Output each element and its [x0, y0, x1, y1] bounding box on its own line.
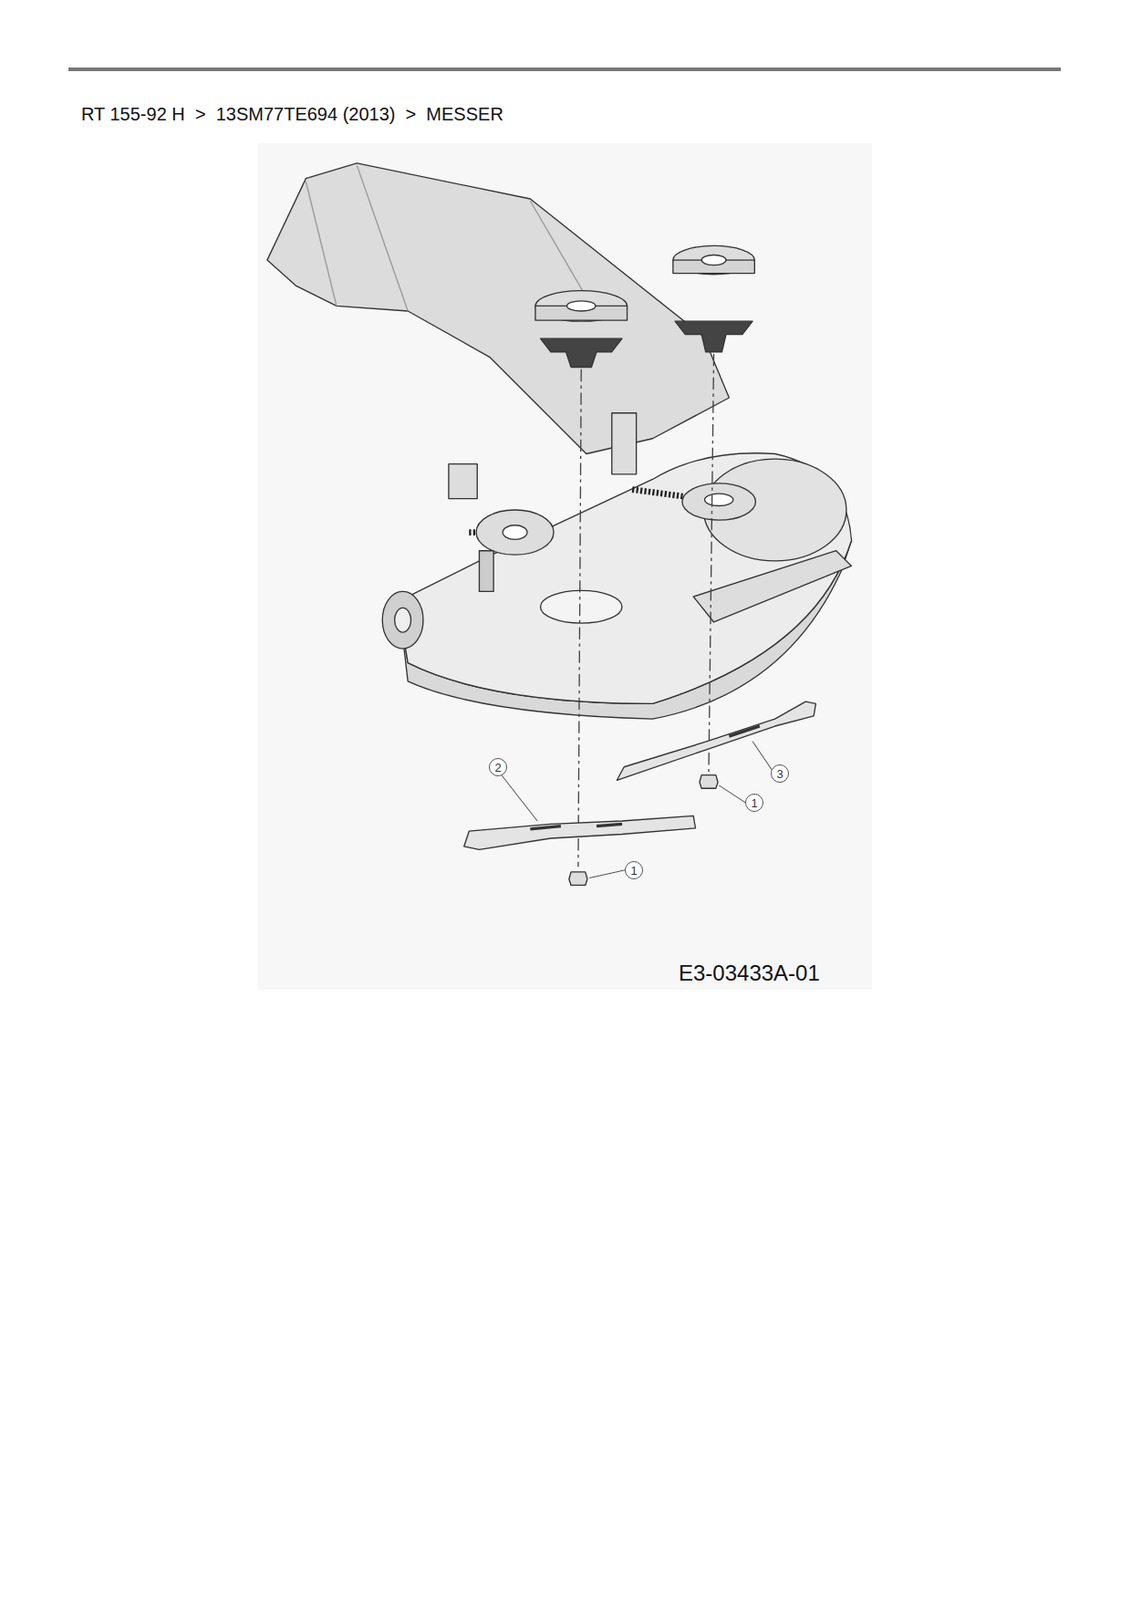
leader-line — [718, 785, 746, 803]
callout-number: 1 — [630, 863, 637, 878]
spindle-housing — [674, 321, 753, 353]
callout-circle: 2 — [488, 757, 508, 777]
idler-post — [478, 550, 494, 592]
drawing-code: E3-03433A-01 — [678, 960, 820, 986]
callout-circle: 1 — [745, 793, 764, 812]
leader-line — [752, 741, 772, 770]
spindle-pulley-top — [567, 300, 596, 312]
assembly-axis — [578, 369, 582, 868]
spindle-opening — [540, 590, 623, 623]
blade-slot — [728, 726, 760, 737]
callout-circle: 1 — [624, 861, 644, 880]
assembly-axis — [708, 353, 715, 773]
spindle-pulley — [673, 245, 755, 274]
leader-line — [589, 870, 625, 879]
deck-plate — [397, 453, 852, 705]
idler-pulley — [476, 509, 554, 555]
spindle-pulley — [535, 290, 628, 322]
illustration-ground — [258, 143, 872, 990]
blade-slot — [529, 823, 623, 830]
deck-wheel — [382, 591, 424, 649]
deck-pulley — [682, 483, 756, 520]
spindle-housing — [540, 338, 623, 367]
callout-number: 1 — [750, 796, 758, 810]
blade — [464, 815, 696, 850]
bracket — [612, 413, 637, 475]
side-rail — [693, 550, 851, 623]
callout-circle: 3 — [770, 764, 789, 783]
callout-number: 3 — [776, 767, 783, 781]
top-rule — [68, 67, 1061, 72]
blade-nut — [699, 775, 718, 789]
blade-nut — [569, 871, 588, 886]
chute-line — [305, 165, 592, 312]
idler-hub — [502, 525, 528, 540]
spindle-pulley-top — [701, 255, 727, 266]
bracket — [448, 464, 478, 499]
discharge-chute — [267, 163, 729, 455]
leader-line — [500, 774, 538, 821]
deck-pulley-hub — [705, 493, 734, 506]
wheel-hub — [394, 607, 412, 633]
callout-number: 2 — [494, 760, 501, 775]
page-title: RT 155-92 H > 13SM77TE694 (2013) > MESSE… — [81, 103, 504, 125]
